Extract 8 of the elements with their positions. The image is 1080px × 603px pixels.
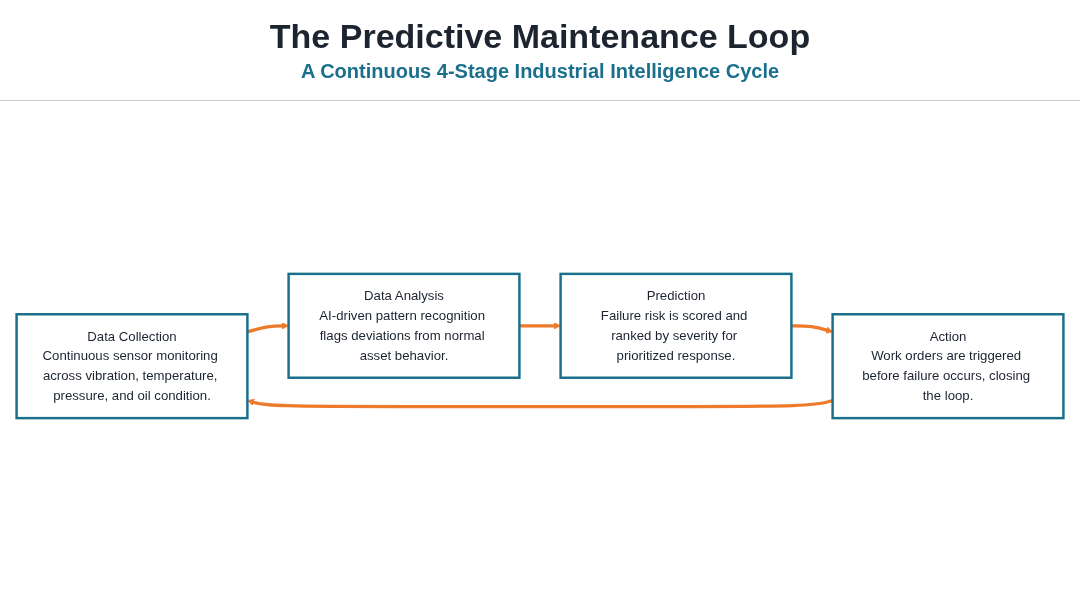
node-box: Data Analysis AI-driven pattern recognition flags deviations from normal asset behavior. <box>287 272 521 379</box>
subtitle: A Continuous 4-Stage Industrial Intelligence Cycle <box>300 60 780 83</box>
title: The Predictive Maintenance Loop <box>269 17 811 56</box>
node-box: Prediction Failure risk is scored and ranked by severity for prioritized response. <box>559 272 793 379</box>
node-box: Data Collection Continuous sensor monitoring across vibration, temperature, pressure, and oil condition. <box>15 313 249 420</box>
node-box: Action Work orders are triggered before failure occurs, closing the loop. <box>831 313 1065 420</box>
arrow <box>519 322 561 330</box>
arrow <box>791 324 833 334</box>
